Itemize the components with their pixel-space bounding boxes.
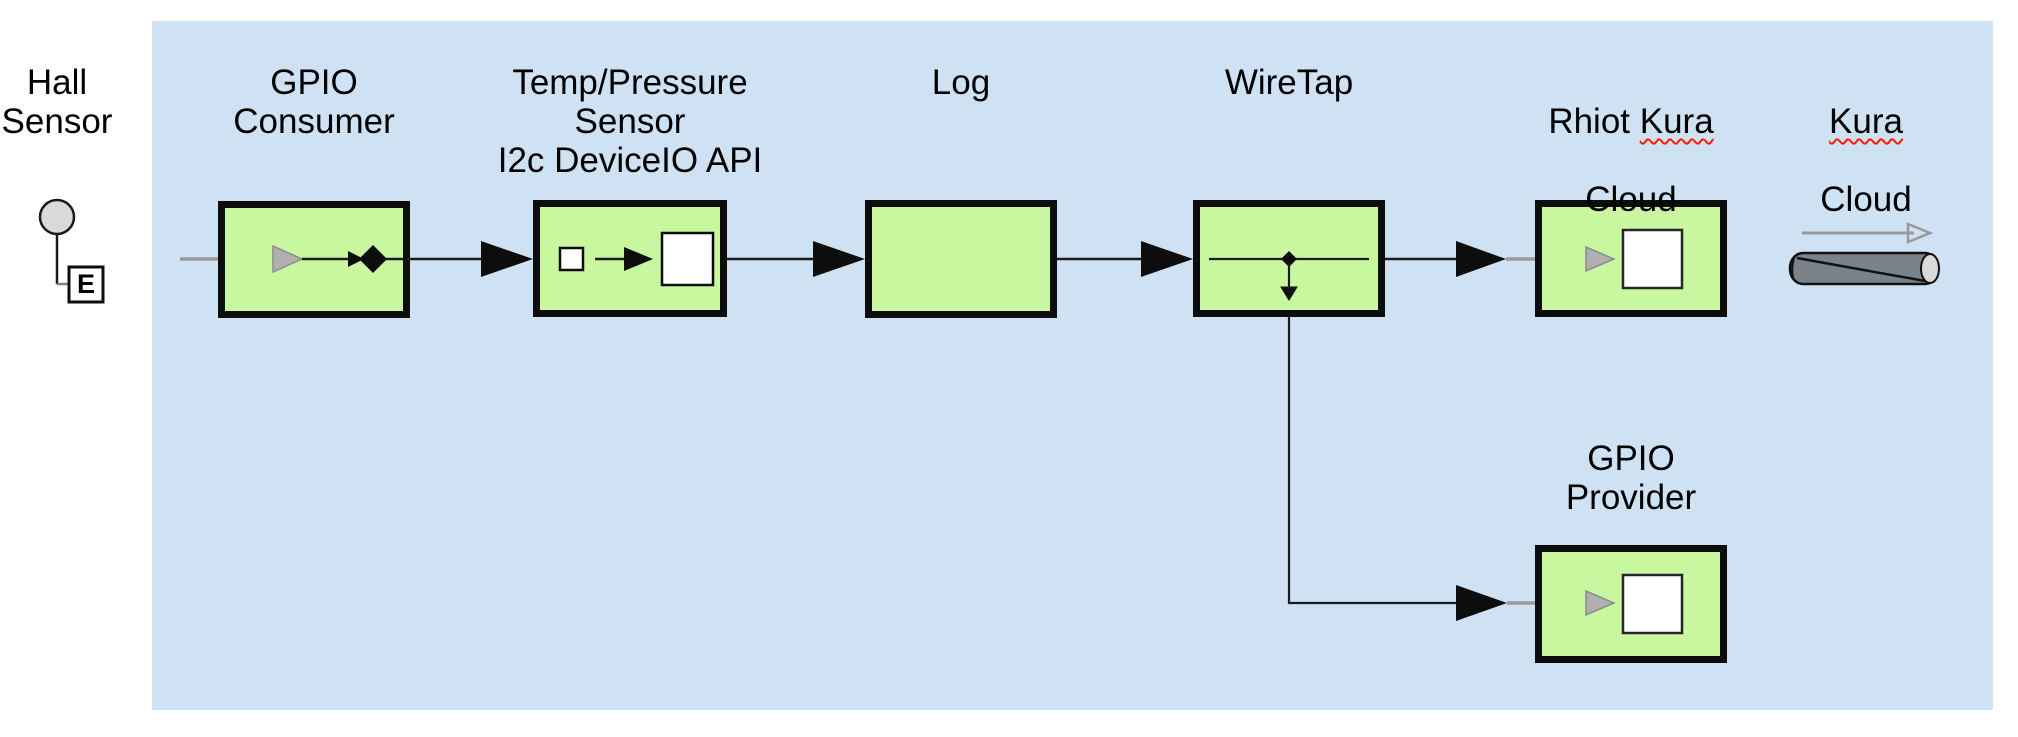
provider-endpoint-icon: [1585, 573, 1684, 635]
diamond-icon: [359, 245, 387, 273]
small-diamond-icon: [1281, 251, 1297, 267]
label-rhiot-pre: Rhiot: [1548, 102, 1640, 141]
black-arrowhead-icon: [624, 247, 653, 271]
black-arrowhead-icon: [1456, 585, 1507, 621]
hall-sensor-icon[interactable]: [38, 198, 105, 304]
label-temp-sensor: Temp/Pressure Sensor I2c DeviceIO API: [497, 63, 763, 180]
consumer-from-icon: [272, 244, 404, 274]
big-square-icon: [660, 231, 715, 287]
sensor-circle-icon: [38, 198, 76, 236]
label-log: Log: [931, 63, 991, 102]
label-rhiot-line2: Cloud: [1585, 180, 1677, 219]
endpoint-square-icon: [1621, 228, 1684, 290]
endpoint-letter-label: E: [76, 269, 95, 299]
small-down-arrowhead-icon: [1280, 286, 1298, 301]
label-gpio-provider: GPIO Provider: [1565, 439, 1697, 517]
black-arrowhead-icon: [481, 241, 533, 277]
label-rhiot-flagged-word: Kura: [1639, 102, 1714, 141]
wiretap-tee-icon: [1209, 251, 1369, 301]
gray-arrowhead-icon: [272, 244, 304, 274]
endpoint-square-icon: [67, 265, 105, 304]
connector-temp-to-log[interactable]: [727, 241, 865, 277]
gray-arrowhead-icon: [1585, 245, 1616, 273]
small-black-arrowhead-icon: [348, 251, 364, 267]
label-hall-sensor: Hall Sensor: [1, 63, 113, 141]
open-gray-arrowhead-icon: [1906, 222, 1934, 244]
label-kura-line1: Kura: [1820, 102, 1911, 141]
node-log-box[interactable]: [865, 200, 1057, 318]
label-rhiot-line1: Rhiot Kura: [1548, 102, 1713, 141]
black-arrowhead-icon: [1141, 241, 1193, 277]
temp-sensor-bean-icon: [558, 231, 715, 287]
endpoint-square-icon: [1621, 573, 1684, 635]
black-arrowhead-icon: [1456, 241, 1506, 277]
label-gpio-consumer: GPIO Consumer: [233, 63, 395, 141]
small-square-icon: [558, 246, 585, 272]
cylinder-seam-line: [1796, 256, 1926, 283]
rhiot-endpoint-icon: [1585, 228, 1684, 290]
connector-consumer-to-temp[interactable]: [407, 241, 533, 277]
label-wiretap: WireTap: [1224, 63, 1354, 102]
branch-polyline: [1287, 316, 1457, 605]
black-arrowhead-icon: [813, 241, 865, 277]
kura-cloud-icon[interactable]: [1788, 222, 1940, 286]
gray-arrowhead-icon: [1585, 589, 1616, 617]
cylinder-cap: [1920, 253, 1940, 284]
connector-log-to-wiretap[interactable]: [1057, 241, 1193, 277]
label-kura-flagged-word: Kura: [1829, 102, 1903, 141]
pipe-cylinder-icon: [1788, 251, 1940, 286]
label-kura-line2: Cloud: [1820, 180, 1912, 219]
label-kura-cloud: Kura Cloud: [1820, 63, 1911, 258]
cylinder-left-edge: [1791, 257, 1795, 279]
label-rhiot-kura-cloud: Rhiot Kura Cloud: [1548, 63, 1713, 258]
